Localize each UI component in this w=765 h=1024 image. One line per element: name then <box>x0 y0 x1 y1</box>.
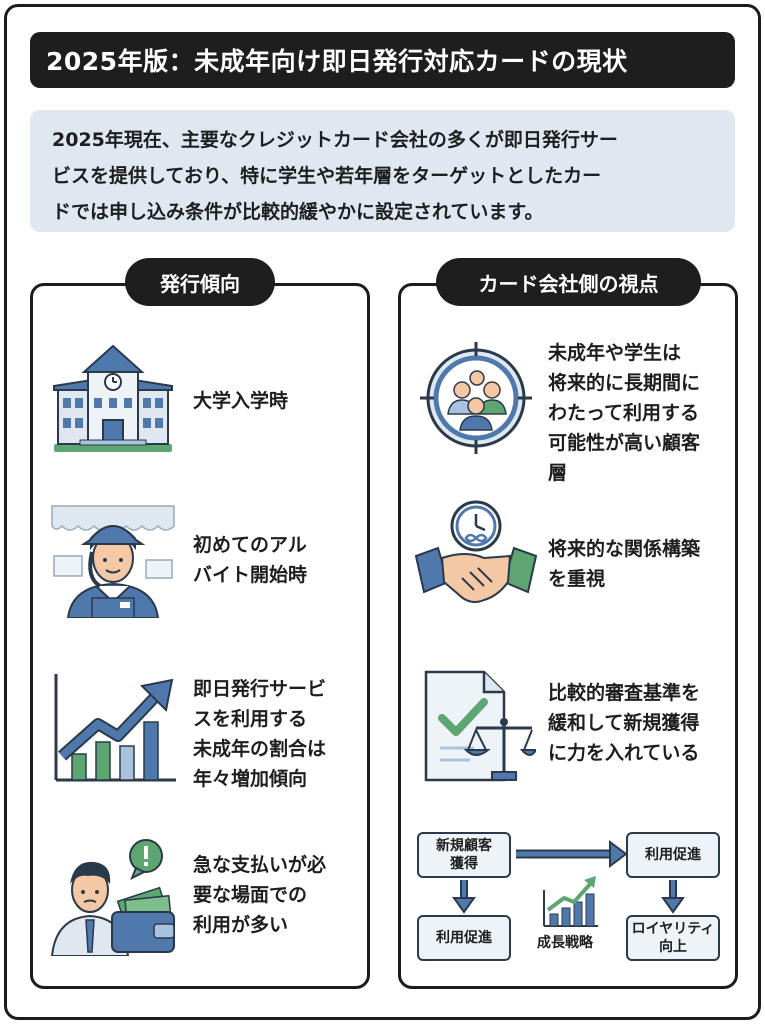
flow-promote-usage-bottom: 利用促進 <box>417 915 511 961</box>
perspective-long-term-customers: 未成年や学生は 将来的に長期間に わたって利用する 可能性が高い顧客 層 <box>548 342 701 484</box>
flow-loyalty-improvement: ロイヤリティ 向上 <box>626 915 720 961</box>
intro-line-2: ビスを提供しており、特に学生や若年層をターゲットとしたカー <box>52 165 602 187</box>
perspective-relaxed-screening: 比較的審査基準を 緩和して新規獲得 に力を入れている <box>548 682 701 764</box>
intro-line-1: 2025年現在、主要なクレジットカード会社の多くが即日発行サー <box>52 129 618 151</box>
target-customers-icon <box>420 342 532 454</box>
flow-growth-strategy-label: 成長戦略 <box>537 935 593 951</box>
flow-promote-usage-top: 利用促進 <box>626 832 720 878</box>
page-title: 2025年版：未成年向け即日発行対応カードの現状 <box>30 32 735 88</box>
part-time-worker-icon <box>51 505 175 618</box>
perspective-relationship-building: 将来的な関係構築 を重視 <box>548 538 701 590</box>
issuance-trends-heading: 発行傾向 <box>125 258 275 306</box>
trend-first-part-time-job: 初めてのアル バイト開始時 <box>193 534 308 586</box>
card-company-perspective-heading: カード会社側の視点 <box>436 258 701 306</box>
handshake-icon <box>414 500 538 603</box>
intro-line-3: ドでは申し込み条件が比較的緩やかに設定されています。 <box>52 201 544 223</box>
trend-same-day-ratio-increasing: 即日発行サービ スを利用する 未成年の割合は 年々増加傾向 <box>193 678 327 790</box>
intro-box: 2025年現在、主要なクレジットカード会社の多くが即日発行サー ビスを提供してお… <box>30 110 735 232</box>
growth-chart-icon <box>54 674 176 782</box>
trend-sudden-payments: 急な支払いが必 要な場面での 利用が多い <box>193 854 327 936</box>
wallet-payment-icon <box>50 839 175 956</box>
trend-university-entry: 大学入学時 <box>193 390 289 412</box>
flow-new-customer-acquisition: 新規顧客 獲得 <box>417 832 511 878</box>
document-scale-icon <box>424 670 536 782</box>
flow-arrows <box>452 840 685 927</box>
university-icon <box>53 344 173 452</box>
